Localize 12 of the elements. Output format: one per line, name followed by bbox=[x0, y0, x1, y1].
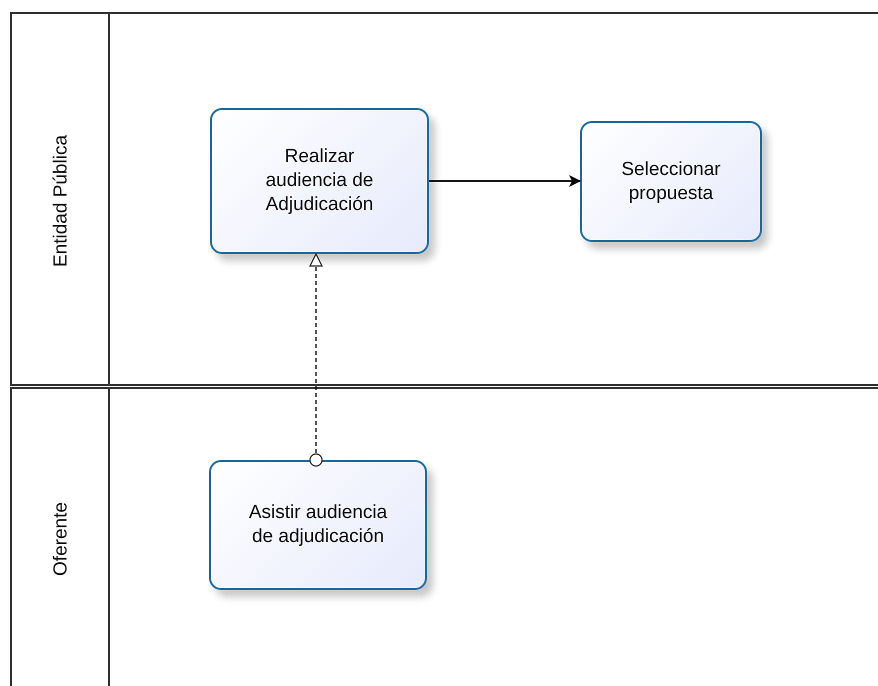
message-flow-arrow bbox=[309, 253, 323, 467]
swimlane bbox=[10, 387, 878, 686]
task-label: Seleccionar propuesta bbox=[620, 158, 722, 206]
task-box bbox=[580, 121, 762, 242]
task-box bbox=[209, 460, 427, 590]
sequence-flow-arrow bbox=[429, 175, 581, 187]
lane-label: Oferente bbox=[52, 502, 70, 576]
task-box bbox=[210, 108, 429, 254]
task-label: Asistir audiencia de adjudicación bbox=[248, 501, 388, 549]
task-label: Realizar audiencia de Adjudicación bbox=[264, 145, 374, 217]
lane-label: Entidad Pública bbox=[52, 134, 70, 268]
swimlane bbox=[10, 12, 878, 386]
